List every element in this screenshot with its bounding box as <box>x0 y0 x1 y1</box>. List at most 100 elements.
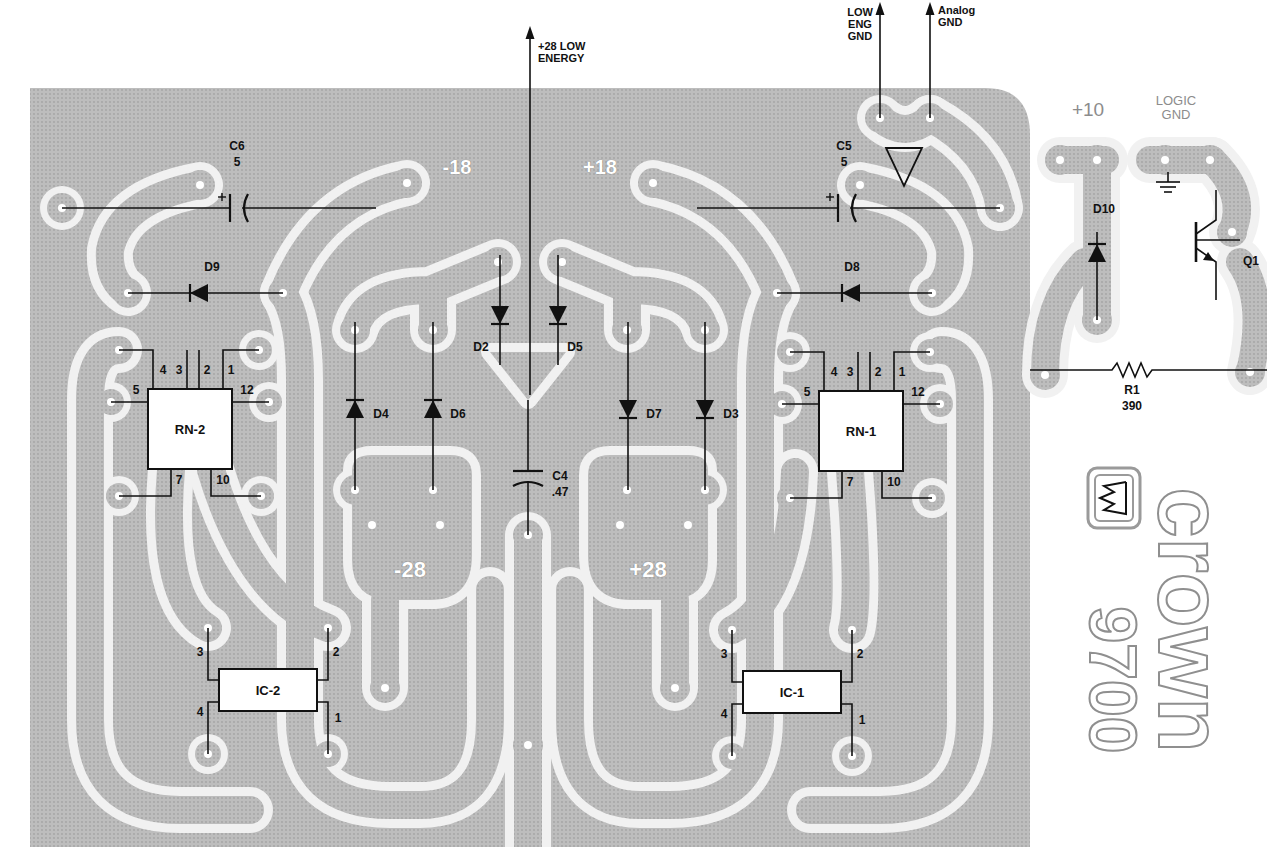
pin-number: 4 <box>197 706 204 719</box>
arrow-head <box>526 26 535 39</box>
trace-gap <box>570 293 777 805</box>
solder-pad <box>185 170 215 200</box>
trace-gap <box>283 293 490 805</box>
part-label: R1 <box>1124 384 1139 397</box>
solder-pad <box>513 730 543 760</box>
pin-number: 3 <box>197 646 204 659</box>
diode-symbol <box>549 306 567 324</box>
trace-gap <box>930 118 1000 208</box>
diode-symbol <box>190 284 208 302</box>
drill-hole <box>1056 156 1064 164</box>
arrow-head <box>926 2 935 15</box>
diode-bar <box>549 323 567 325</box>
diode-bar <box>424 399 442 401</box>
isolation-gaps <box>40 96 1267 847</box>
pin-lead <box>211 470 261 496</box>
copper-trace <box>211 470 328 628</box>
pin-lead <box>842 704 852 756</box>
solder-pad <box>638 168 668 198</box>
drill-hole <box>1093 156 1101 164</box>
resistor-network-box: RN-2 <box>147 388 233 470</box>
drill-hole <box>403 179 411 187</box>
diode-bar <box>696 417 714 419</box>
pin-number: 5 <box>133 384 140 397</box>
solder-pad <box>1030 360 1060 390</box>
solder-pad <box>1150 145 1180 175</box>
logo-frame <box>1095 475 1133 521</box>
pin-lead <box>790 472 842 498</box>
solder-pad <box>370 673 400 703</box>
copper-pad-area <box>490 352 566 400</box>
part-label: C5 <box>836 140 851 153</box>
pin-lead <box>208 702 218 754</box>
pin-number: 7 <box>847 476 854 489</box>
copper-trace <box>514 535 542 847</box>
pin-number: 4 <box>831 366 838 379</box>
trace-gap <box>860 185 950 293</box>
pin-number: 1 <box>335 712 342 725</box>
component-lead <box>697 207 838 209</box>
pin-number: 1 <box>899 366 906 379</box>
drill-holes <box>58 114 1254 760</box>
pin-lead <box>119 470 171 496</box>
pin-lead <box>732 630 742 682</box>
value-label: 5 <box>234 156 241 169</box>
drill-hole <box>671 684 679 692</box>
rail-label: -28 <box>394 558 426 582</box>
rail-label: +18 <box>583 156 617 178</box>
part-label: D6 <box>450 408 465 421</box>
copper-trace <box>570 293 777 805</box>
pin-number: 5 <box>804 386 811 399</box>
diode-symbol <box>842 284 860 302</box>
ground-symbol <box>1164 191 1172 193</box>
solder-pad <box>547 247 577 277</box>
diode-bar <box>189 284 191 302</box>
net-label: LOGIC GND <box>1148 94 1204 123</box>
copper-trace <box>110 185 200 293</box>
diode-symbol <box>696 400 714 418</box>
pin-lead <box>198 350 200 388</box>
part-name: IC-2 <box>256 683 281 698</box>
pad-gap <box>490 352 566 400</box>
value-label: .47 <box>552 486 569 499</box>
logo-text: 9700 <box>1080 607 1146 754</box>
logo-frame <box>1088 468 1140 528</box>
part-name: RN-2 <box>175 422 205 437</box>
pin-number: 3 <box>847 366 854 379</box>
part-label: D10 <box>1093 203 1115 216</box>
transistor-symbol <box>1196 239 1240 241</box>
copper-trace <box>1045 262 1085 375</box>
pin-number: 7 <box>176 474 183 487</box>
drill-hole <box>623 326 631 334</box>
pin-lead <box>111 401 147 403</box>
capacitor-plate <box>229 194 231 222</box>
transistor-symbol <box>1196 248 1216 300</box>
part-label: C6 <box>229 140 244 153</box>
diode-symbol <box>346 400 364 418</box>
drill-hole <box>368 521 376 529</box>
component-lead <box>62 207 230 209</box>
diode-symbol <box>1088 244 1106 262</box>
part-label: D5 <box>567 341 582 354</box>
component-outlines <box>62 2 1267 756</box>
pin-number: 10 <box>216 474 229 487</box>
solder-pad <box>1217 217 1247 247</box>
part-name: RN-1 <box>846 424 876 439</box>
part-label: D8 <box>844 261 859 274</box>
pin-number: 2 <box>875 366 882 379</box>
part-label: D9 <box>204 261 219 274</box>
copper-pad-area <box>588 455 708 600</box>
copper-trace <box>810 350 970 810</box>
diode-symbol <box>619 400 637 418</box>
solder-pad <box>612 475 642 505</box>
value-label: 5 <box>841 156 848 169</box>
value-label: 390 <box>1122 400 1142 413</box>
drill-hole <box>1228 228 1236 236</box>
pin-lead <box>790 352 824 390</box>
copper-trace <box>653 183 777 293</box>
solder-pad <box>392 168 422 198</box>
solder-pad <box>1235 357 1265 387</box>
trace-gap <box>850 472 856 630</box>
solder-pad <box>1082 145 1112 175</box>
